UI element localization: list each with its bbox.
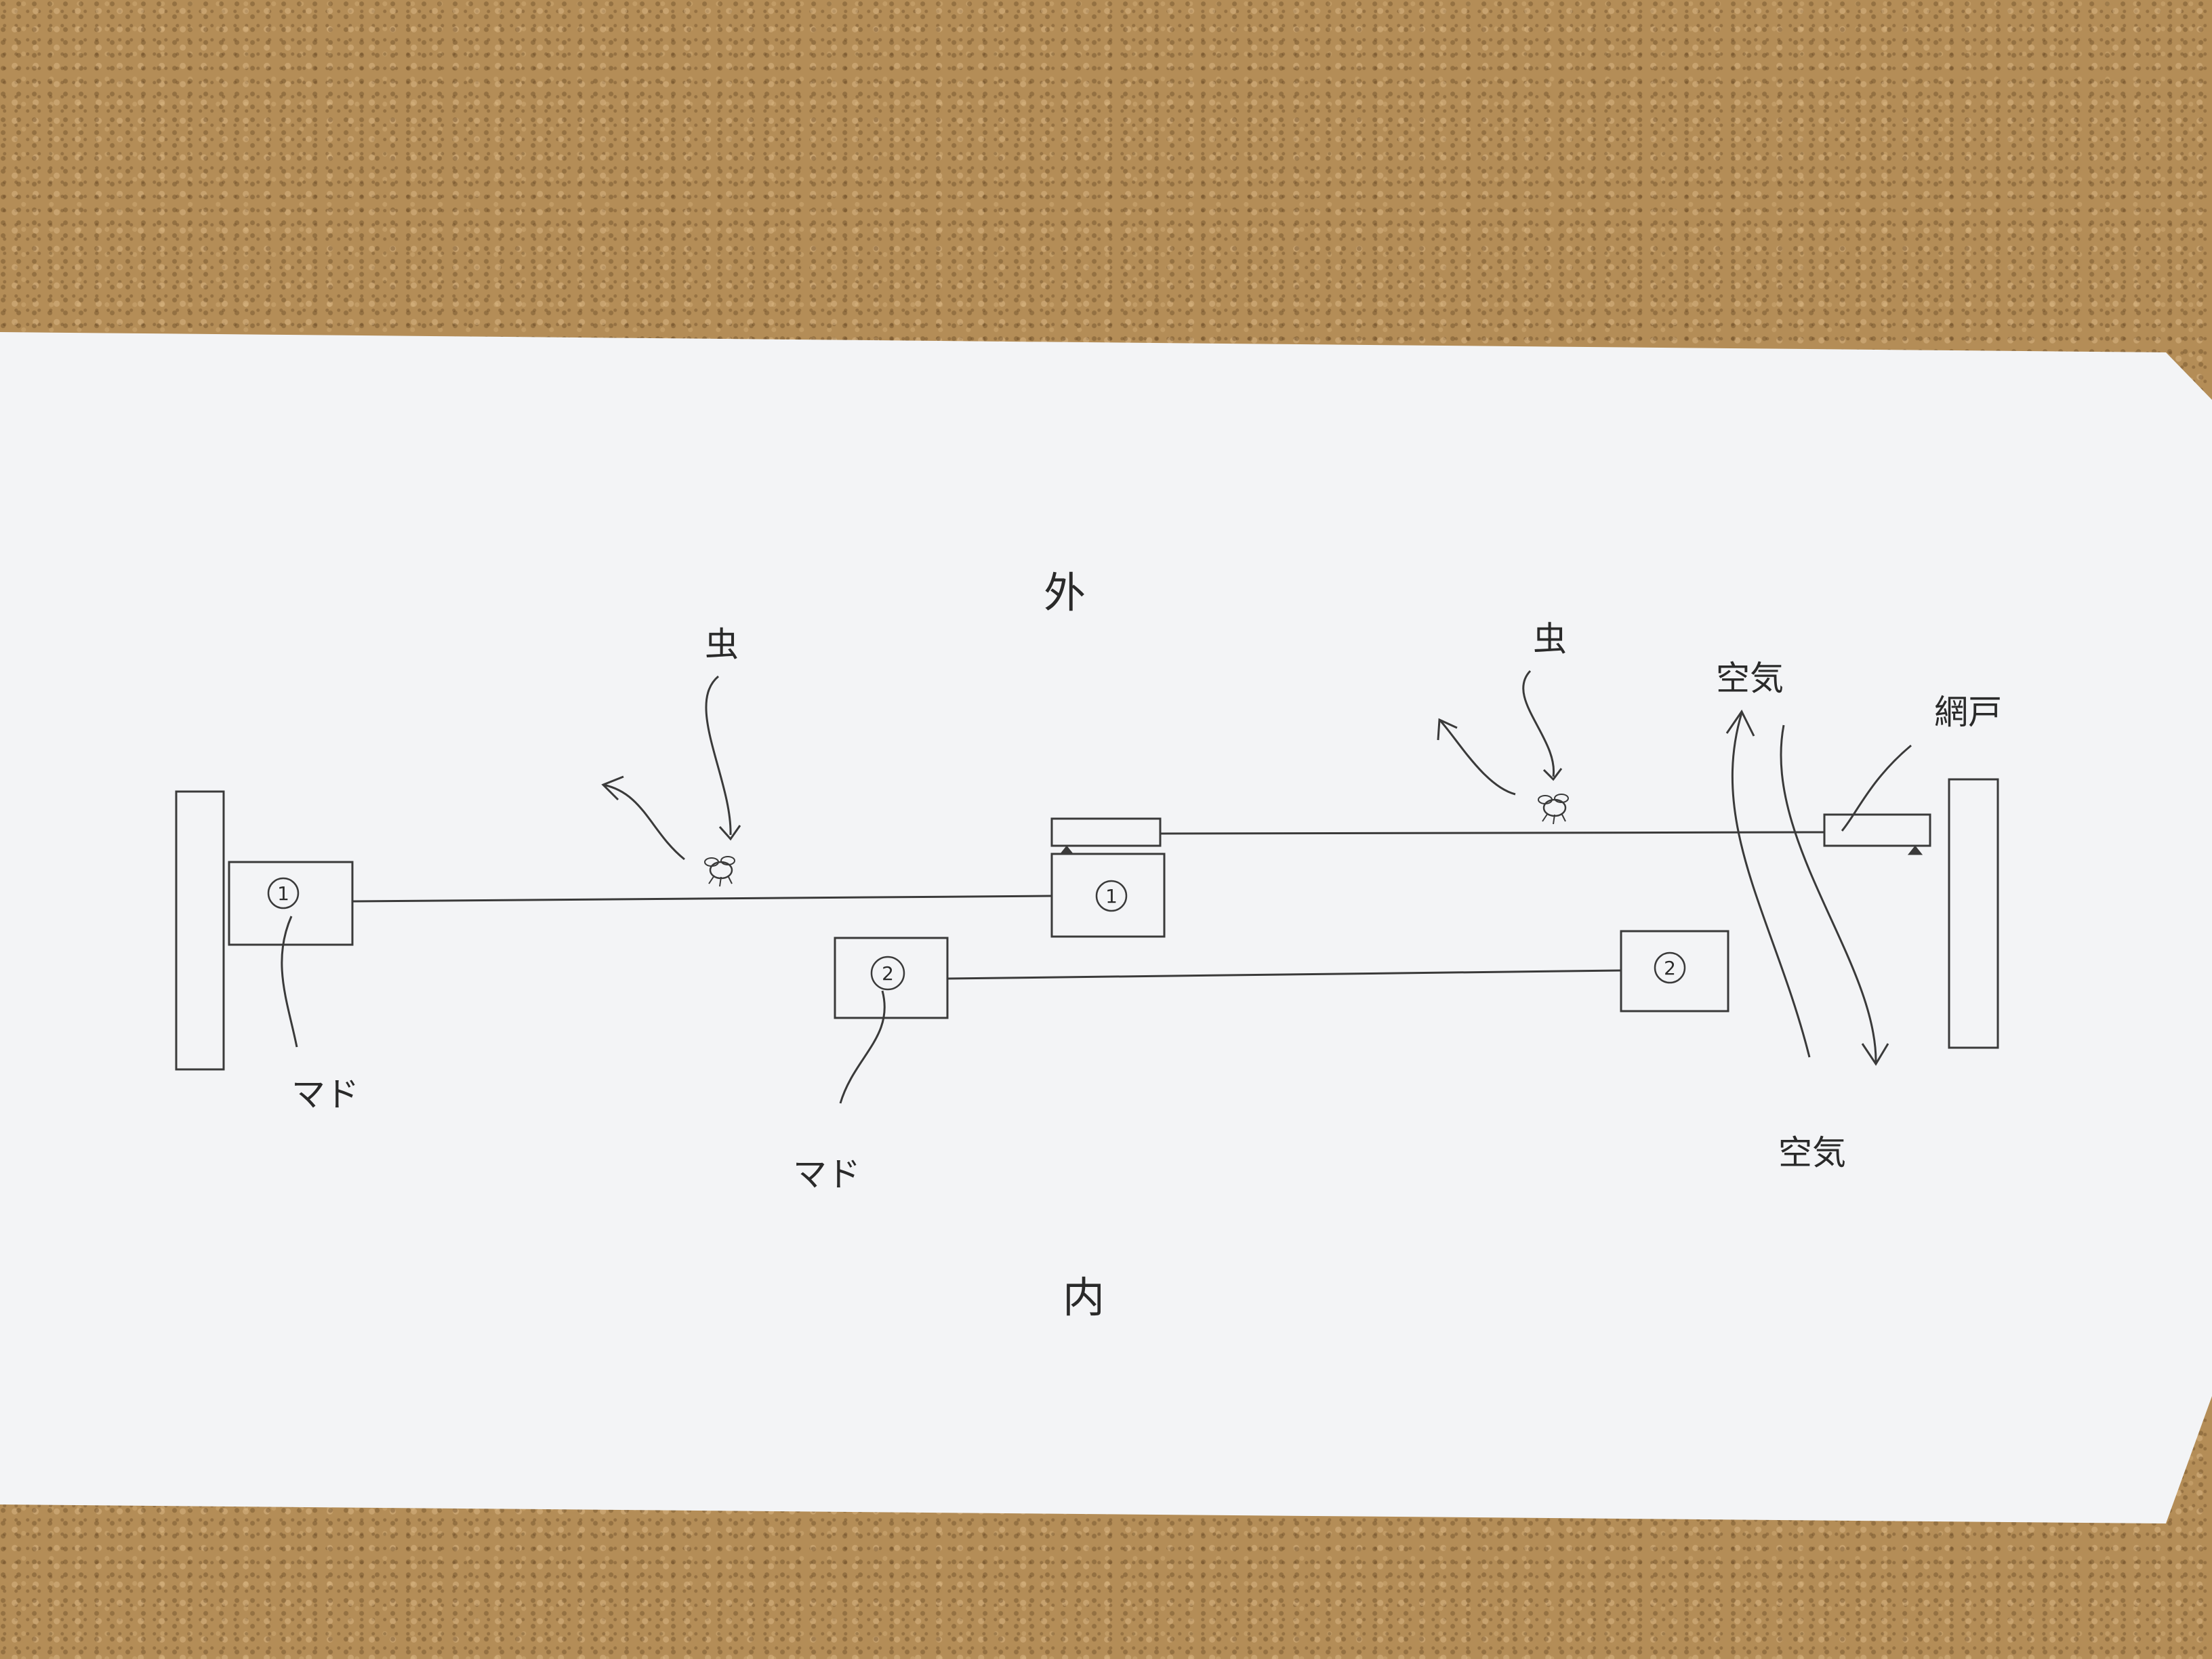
bug-right-icon — [1538, 794, 1569, 825]
air-flow-down-arrow — [1780, 724, 1877, 1063]
sash1-glass — [352, 895, 1052, 903]
window-middle-label: マド — [793, 1155, 861, 1194]
bug-right-label: 虫 — [1533, 619, 1567, 659]
right-wall — [1948, 778, 1999, 1049]
sash1-left-mark: 1 — [277, 882, 289, 905]
bug-left-escape-arrowhead — [601, 775, 624, 801]
sash1-left-block — [228, 861, 354, 946]
sash2-left-mark-circle — [870, 956, 905, 991]
screen-door-right-frame — [1823, 813, 1931, 847]
bug-right-approach-arrow — [1522, 670, 1555, 777]
air-flow-down-arrowhead — [1861, 1043, 1889, 1066]
outside-label: 外 — [1044, 568, 1086, 617]
inside-label: 内 — [1063, 1273, 1105, 1322]
bug-left-approach-arrow — [705, 675, 732, 836]
sash2-glass — [947, 969, 1622, 980]
window-left-label: マド — [291, 1075, 359, 1114]
screen-door-frame — [1050, 817, 1162, 847]
left-wall — [175, 790, 225, 1071]
screen-mesh — [1160, 831, 1825, 835]
bug-right-escape-arrow — [1438, 718, 1516, 796]
bug-left-icon — [704, 856, 735, 887]
screen-roller-right — [1907, 845, 1923, 855]
window-middle-leader — [839, 990, 886, 1104]
bug-right-approach-arrowhead — [1542, 768, 1563, 781]
bug-left-approach-arrowhead — [718, 825, 741, 841]
screen-door-label: 網戸 — [1934, 693, 2002, 732]
sash1-right-mark-circle — [1095, 880, 1128, 912]
sash2-right-mark: 2 — [1664, 957, 1676, 979]
paper-sheet — [0, 332, 2212, 1523]
bug-right-escape-arrowhead — [1437, 718, 1458, 741]
air-flow-up-arrowhead — [1725, 710, 1755, 737]
air-top-label: 空気 — [1716, 659, 1784, 698]
window-plan-diagram — [175, 670, 1999, 1104]
sash2-right-block — [1620, 930, 1729, 1012]
bug-left-escape-arrow — [602, 783, 685, 861]
screen-door-leader — [1841, 744, 1912, 832]
sash1-right-block — [1050, 853, 1166, 938]
sash1-right-mark: 1 — [1105, 885, 1118, 907]
air-flow-up-arrow — [1731, 712, 1811, 1058]
bug-left-label: 虫 — [705, 625, 739, 664]
air-bottom-label: 空気 — [1778, 1133, 1846, 1172]
sash2-right-mark-circle — [1654, 951, 1686, 984]
sash1-left-mark-circle — [267, 877, 300, 909]
screen-roller-left — [1059, 845, 1075, 855]
sash2-left-mark: 2 — [882, 962, 894, 985]
window-left-leader — [281, 916, 298, 1048]
